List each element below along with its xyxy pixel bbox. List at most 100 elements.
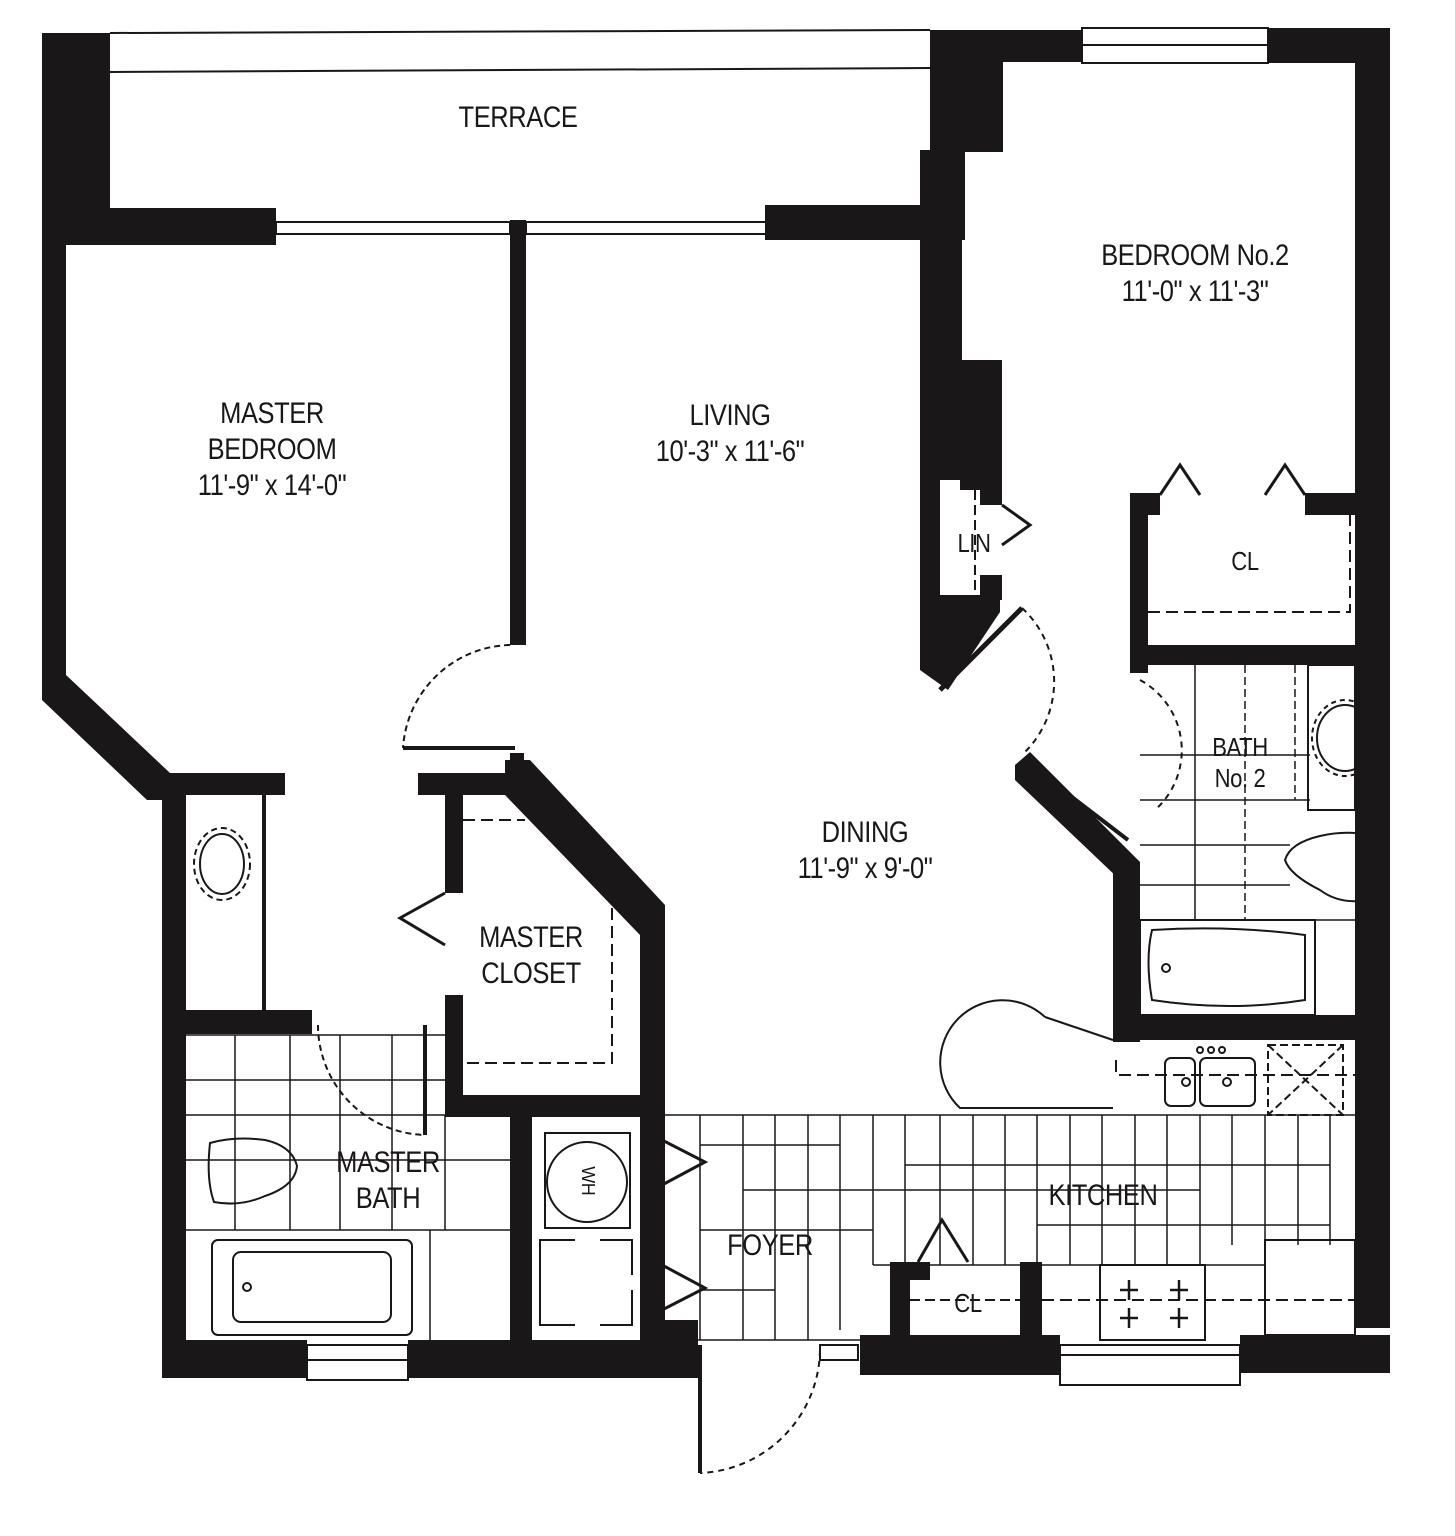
kitchen-sink-left bbox=[1164, 1057, 1196, 1107]
label-linen: LIN bbox=[957, 528, 991, 558]
wall-master-bath-top bbox=[162, 1010, 312, 1034]
living-name: LIVING bbox=[689, 399, 771, 432]
sliding-door-master[interactable] bbox=[275, 221, 511, 235]
sliding-door-living[interactable] bbox=[525, 221, 767, 235]
wall-linen-outer bbox=[920, 480, 1000, 690]
terrace-rail-outer bbox=[109, 29, 931, 34]
label-kitchen: KITCHEN bbox=[1048, 1179, 1158, 1212]
wall-closet-left-upper bbox=[445, 773, 463, 893]
door-bath2-shower[interactable] bbox=[1028, 763, 1130, 842]
laundry-unit bbox=[539, 1239, 575, 1326]
master-bath-tiles bbox=[186, 1034, 510, 1340]
label-master-bath: MASTER BATH bbox=[336, 1146, 440, 1215]
bathtub-master bbox=[211, 1239, 413, 1336]
bathtub-bath2 bbox=[1139, 919, 1316, 1016]
closet-shelf-bedroom2 bbox=[1148, 515, 1351, 613]
label-master-bedroom: MASTER BEDROOM 11'-9" x 14'-0" bbox=[198, 396, 347, 504]
dining-name: DINING bbox=[821, 816, 909, 849]
wall-terrace-bottom-left bbox=[42, 208, 276, 245]
door-swing-bath2 bbox=[1021, 607, 1056, 753]
wall-linen-notch-top bbox=[980, 480, 1002, 505]
wall-vanity-top bbox=[160, 773, 285, 795]
wall-foyer-cl-left bbox=[890, 1262, 910, 1342]
water-heater-closet bbox=[544, 1132, 631, 1229]
master-bedroom-dimensions: 11'-9" x 14'-0" bbox=[197, 469, 347, 502]
bifold-door-laundry-2[interactable] bbox=[661, 1263, 709, 1312]
wall-bath2-left bbox=[1113, 862, 1140, 1042]
window-master-bath bbox=[306, 1344, 409, 1381]
door-swing-master-bath bbox=[317, 1024, 426, 1136]
bedroom2-name: BEDROOM No.2 bbox=[1101, 239, 1289, 272]
kitchen-counter-top bbox=[1115, 1060, 1355, 1076]
wall-bottom-left bbox=[162, 1340, 307, 1378]
wall-wh-left bbox=[510, 1115, 532, 1340]
door-swing-master-bedroom bbox=[402, 644, 511, 749]
wall-terrace-right-block bbox=[765, 205, 930, 240]
dining-dimensions: 11'-9" x 9'-0" bbox=[797, 852, 933, 885]
wall-master-bath-left bbox=[162, 773, 186, 1378]
label-foyer: FOYER bbox=[727, 1229, 813, 1262]
window-kitchen bbox=[1059, 1344, 1241, 1386]
wall-bedroom2-top-left bbox=[930, 30, 1082, 62]
closet-shelf-master-2 bbox=[463, 890, 613, 1064]
wall-bedroom2-right bbox=[1355, 28, 1390, 1328]
wall-closet-bottom bbox=[445, 1095, 665, 1117]
sink-bath2 bbox=[1316, 704, 1374, 772]
bifold-door-cl-1[interactable] bbox=[1158, 462, 1202, 496]
vanity-bath2 bbox=[1307, 664, 1356, 811]
wall-foyer-cl-left-cap bbox=[890, 1262, 930, 1280]
wall-kitchen-bottom-right bbox=[1240, 1335, 1390, 1373]
wall-bath2-diagonal bbox=[1015, 752, 1140, 880]
wall-linen-block bbox=[960, 360, 1002, 490]
bedroom2-dimensions: 11'-0" x 11'-3" bbox=[1121, 275, 1269, 308]
dishwasher bbox=[1267, 1044, 1344, 1116]
label-dining: DINING 11'-9" x 9'-0" bbox=[798, 815, 933, 887]
label-bath-2: BATH No. 2 bbox=[1212, 732, 1268, 794]
label-living: LIVING 10'-3" x 11'-6" bbox=[656, 398, 805, 470]
label-master-closet: MASTER CLOSET bbox=[479, 921, 583, 990]
wall-closet-left-lower bbox=[445, 995, 463, 1115]
wall-bedroom2-corner bbox=[930, 60, 1003, 152]
wall-closet-diagonal bbox=[505, 760, 665, 935]
label-terrace: TERRACE bbox=[458, 101, 578, 134]
master-bedroom-name-1: MASTER bbox=[220, 397, 324, 430]
wall-foyer-cl-right bbox=[1020, 1262, 1042, 1342]
wall-foyer-left bbox=[640, 1220, 660, 1330]
label-water-heater: WH bbox=[577, 1166, 598, 1196]
bifold-door-cl-2[interactable] bbox=[1263, 462, 1307, 496]
label-closet-foyer: CL bbox=[954, 1288, 982, 1318]
wall-master-bedroom-diagonal bbox=[42, 675, 170, 800]
bifold-door-laundry-1[interactable] bbox=[661, 1138, 709, 1187]
kitchen-sink-right bbox=[1199, 1057, 1256, 1107]
wall-cl-left bbox=[1130, 493, 1148, 673]
label-closet-bedroom2: CL bbox=[1231, 546, 1259, 576]
wall-cl-top-right bbox=[1305, 493, 1380, 515]
toilet-bath2 bbox=[1283, 831, 1372, 903]
terrace-rail-inner bbox=[109, 67, 931, 73]
wall-closet-top bbox=[418, 773, 518, 795]
water-heater-icon bbox=[546, 1141, 628, 1223]
stove-burners-icon bbox=[1120, 1280, 1188, 1328]
label-bedroom-2: BEDROOM No.2 11'-0" x 11'-3" bbox=[1101, 238, 1289, 310]
bifold-door-linen[interactable] bbox=[1001, 503, 1033, 547]
door-swing-bath2-inner bbox=[1139, 679, 1183, 811]
wall-cl-bottom bbox=[1130, 645, 1380, 665]
living-dimensions: 10'-3" x 11'-6" bbox=[655, 435, 805, 468]
door-bath2[interactable] bbox=[938, 606, 1024, 692]
bifold-door-master-closet[interactable] bbox=[397, 891, 446, 947]
kitchen-peninsula bbox=[939, 999, 1113, 1109]
foyer-kitchen-tiles bbox=[665, 1114, 1385, 1341]
door-swing-entry bbox=[699, 1349, 821, 1474]
kitchen-counter-right bbox=[1264, 1239, 1356, 1336]
master-bedroom-name-2: BEDROOM bbox=[207, 433, 337, 466]
wall-living-partition-stub bbox=[510, 753, 524, 775]
wall-linen-notch-bottom bbox=[980, 575, 1002, 600]
bifold-door-foyer-closet[interactable] bbox=[916, 1217, 970, 1263]
toilet-master-bath bbox=[207, 1137, 299, 1205]
wall-vanity-right bbox=[262, 795, 266, 1010]
wall-living-partition bbox=[510, 220, 526, 645]
wall-master-bedroom-left bbox=[42, 240, 66, 680]
stove bbox=[1099, 1264, 1206, 1341]
wall-bath2-bottom bbox=[1113, 1015, 1383, 1040]
